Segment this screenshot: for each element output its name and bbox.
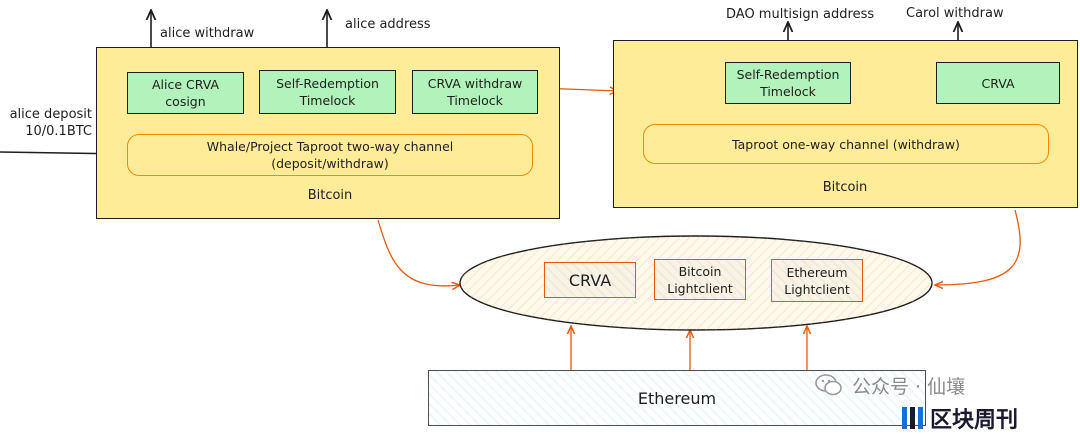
two-way-channel-label: Whale/Project Taproot two-way channel (d… (206, 139, 454, 171)
middle-crva-box: CRVA (544, 262, 636, 298)
ethereum-lightclient-box: Ethereum Lightclient (771, 259, 863, 302)
ethereum-bar: Ethereum (428, 370, 926, 426)
arrow-right-panel-to-oval (935, 209, 1021, 285)
left-self-redemption-label: Self-Redemption Timelock (276, 76, 379, 108)
bitcoin-lightclient-box: Bitcoin Lightclient (654, 259, 746, 300)
right-self-redemption-box: Self-Redemption Timelock (725, 62, 851, 104)
crva-withdraw-timelock-label: CRVA withdraw Timelock (427, 76, 523, 108)
right-self-redemption-label: Self-Redemption Timelock (736, 67, 840, 99)
carol-withdraw-label: Carol withdraw (906, 6, 1004, 21)
alice-crva-cosign-label: Alice CRVA cosign (151, 77, 220, 109)
left-panel-title: Bitcoin (307, 188, 353, 203)
alice-deposit-line2: 10/0.1BTC (25, 124, 92, 139)
crva-withdraw-timelock-box: CRVA withdraw Timelock (412, 70, 538, 114)
right-panel-title: Bitcoin (822, 180, 868, 195)
left-self-redemption-box: Self-Redemption Timelock (259, 70, 396, 114)
right-crva-box: CRVA (936, 62, 1060, 104)
wechat-icon (815, 374, 842, 396)
watermark-account: 公众号 · 仙壤 (852, 376, 966, 398)
alice-withdraw-label: alice withdraw (160, 26, 255, 41)
alice-crva-cosign-box: Alice CRVA cosign (127, 72, 244, 114)
watermark-brand: 区块周刊 (930, 408, 1019, 433)
one-way-channel-label: Taproot one-way channel (withdraw) (732, 136, 960, 152)
alice-deposit-label: alice deposit 10/0.1BTC (2, 106, 92, 140)
arrow-left-panel-to-oval (377, 219, 460, 286)
one-way-channel: Taproot one-way channel (withdraw) (643, 124, 1049, 164)
dao-multisign-label: DAO multisign address (726, 7, 875, 22)
ethereum-label: Ethereum (637, 388, 717, 408)
right-crva-label: CRVA (981, 75, 1015, 91)
two-way-channel: Whale/Project Taproot two-way channel (d… (127, 134, 533, 176)
alice-address-label: alice address (345, 17, 431, 32)
ethereum-lightclient-label: Ethereum Lightclient (784, 264, 850, 297)
alice-deposit-line1: alice deposit (9, 107, 92, 122)
bitcoin-lightclient-label: Bitcoin Lightclient (667, 263, 733, 296)
middle-crva-label: CRVA (568, 270, 612, 290)
brand-logo-icon (902, 407, 923, 429)
